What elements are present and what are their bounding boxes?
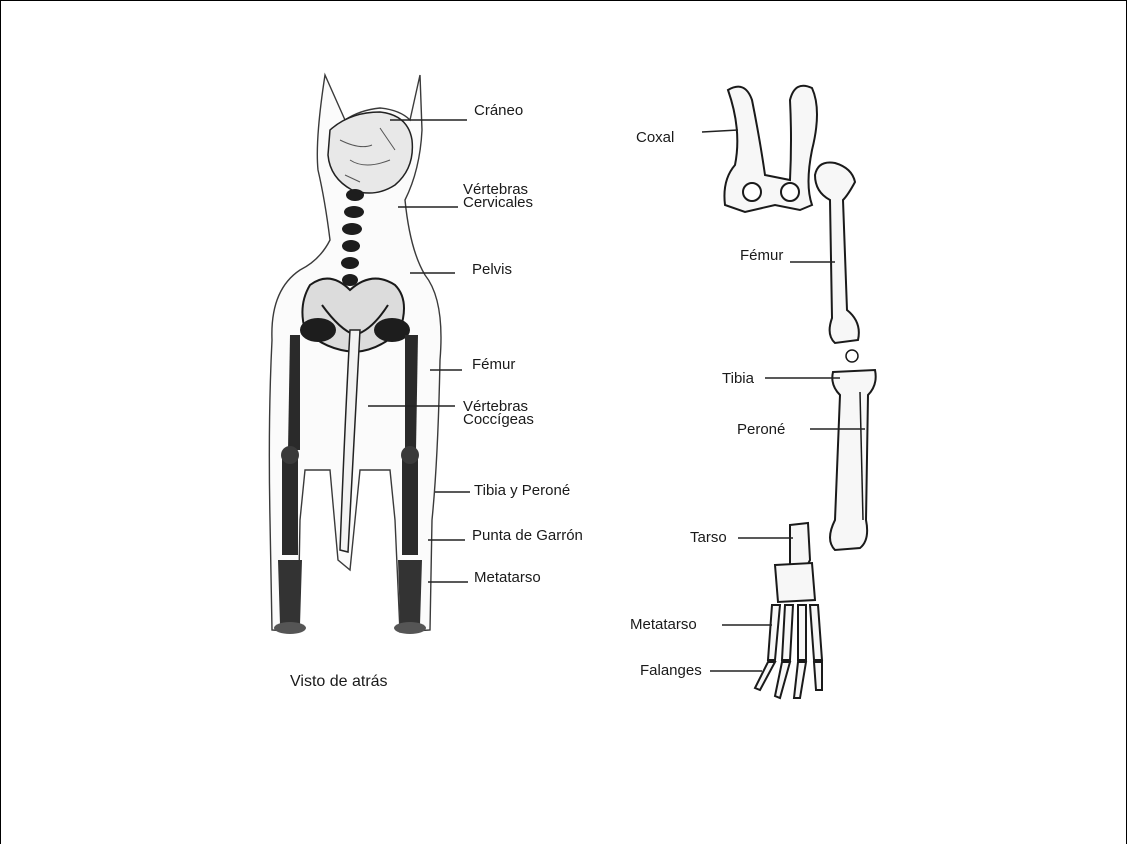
label-vertebras-coccigeas-line2: Coccígeas <box>463 414 534 426</box>
label-tibia-perone: Tibia y Peroné <box>474 483 570 498</box>
label-falanges: Falanges <box>640 663 702 678</box>
label-vertebras-cervicales-line2: Cervicales <box>463 197 533 209</box>
coxal-bone <box>724 86 817 212</box>
label-metatarso-rear: Metatarso <box>474 570 541 585</box>
tibia-perone-bones <box>830 370 876 550</box>
label-coxal: Coxal <box>636 130 674 145</box>
dog-rear-view-illustration <box>269 75 441 634</box>
label-punta-garron: Punta de Garrón <box>472 528 583 543</box>
label-metatarso-limb: Metatarso <box>630 617 697 632</box>
label-craneo: Cráneo <box>474 103 523 118</box>
label-perone: Peroné <box>737 422 785 437</box>
label-tarso: Tarso <box>690 530 727 545</box>
label-pelvis: Pelvis <box>472 262 512 277</box>
label-tibia: Tibia <box>722 371 754 386</box>
label-femur-rear: Fémur <box>472 357 515 372</box>
label-femur-limb: Fémur <box>740 248 783 263</box>
foot-bones <box>755 523 822 698</box>
caption-visto-de-atras: Visto de atrás <box>290 673 388 691</box>
